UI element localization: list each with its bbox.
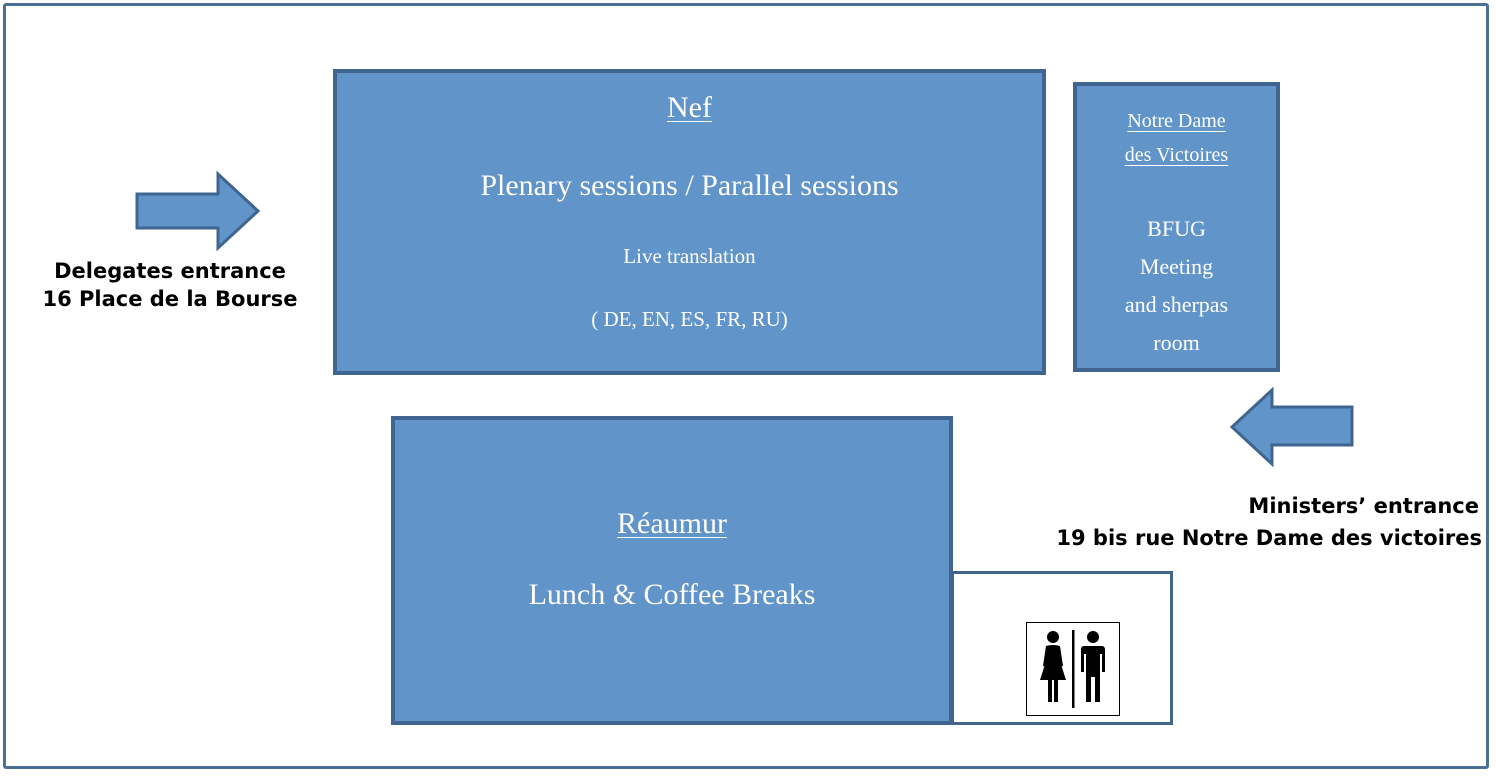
ministers-entrance-line1: Ministers’ entrance [1248,494,1479,518]
room-nef-subtitle: Plenary sessions / Parallel sessions [480,169,899,202]
room-reaumur-title: Réaumur [617,507,727,540]
room-notre-dame-title-line1: Notre Dame [1127,110,1226,132]
restroom-icon [1026,622,1120,716]
delegates-entrance-line2: 16 Place de la Bourse [42,287,298,311]
room-nef-live-translation: Live translation [623,244,756,268]
ministers-entrance-label: Ministers’ entrance 19 bis rue Notre Dam… [922,490,1482,554]
delegates-entrance-line1: Delegates entrance [54,259,286,283]
ministers-entrance-line2: 19 bis rue Notre Dame des victoires [1056,526,1482,550]
room-notre-dame-title-line2: des Victoires [1124,144,1229,166]
arrow-left-icon [1229,386,1354,468]
room-notre-dame-bfug: BFUG [1147,216,1206,241]
room-notre-dame-room: room [1153,330,1200,355]
arrow-right-icon [135,170,261,252]
room-notre-dame-sherpas: and sherpas [1124,292,1229,317]
room-notre-dame: Notre Dame des Victoires BFUG Meeting an… [1073,82,1280,372]
room-reaumur-subtitle: Lunch & Coffee Breaks [528,578,816,611]
room-nef: Nef Plenary sessions / Parallel sessions… [333,69,1046,375]
room-reaumur: Réaumur Lunch & Coffee Breaks [391,416,953,725]
room-nef-languages: ( DE, EN, ES, FR, RU) [591,307,788,331]
delegates-entrance-label: Delegates entrance 16 Place de la Bourse [10,257,330,313]
room-nef-title: Nef [667,91,712,124]
room-notre-dame-meeting: Meeting [1139,254,1214,279]
floor-plan-frame [3,3,1489,769]
